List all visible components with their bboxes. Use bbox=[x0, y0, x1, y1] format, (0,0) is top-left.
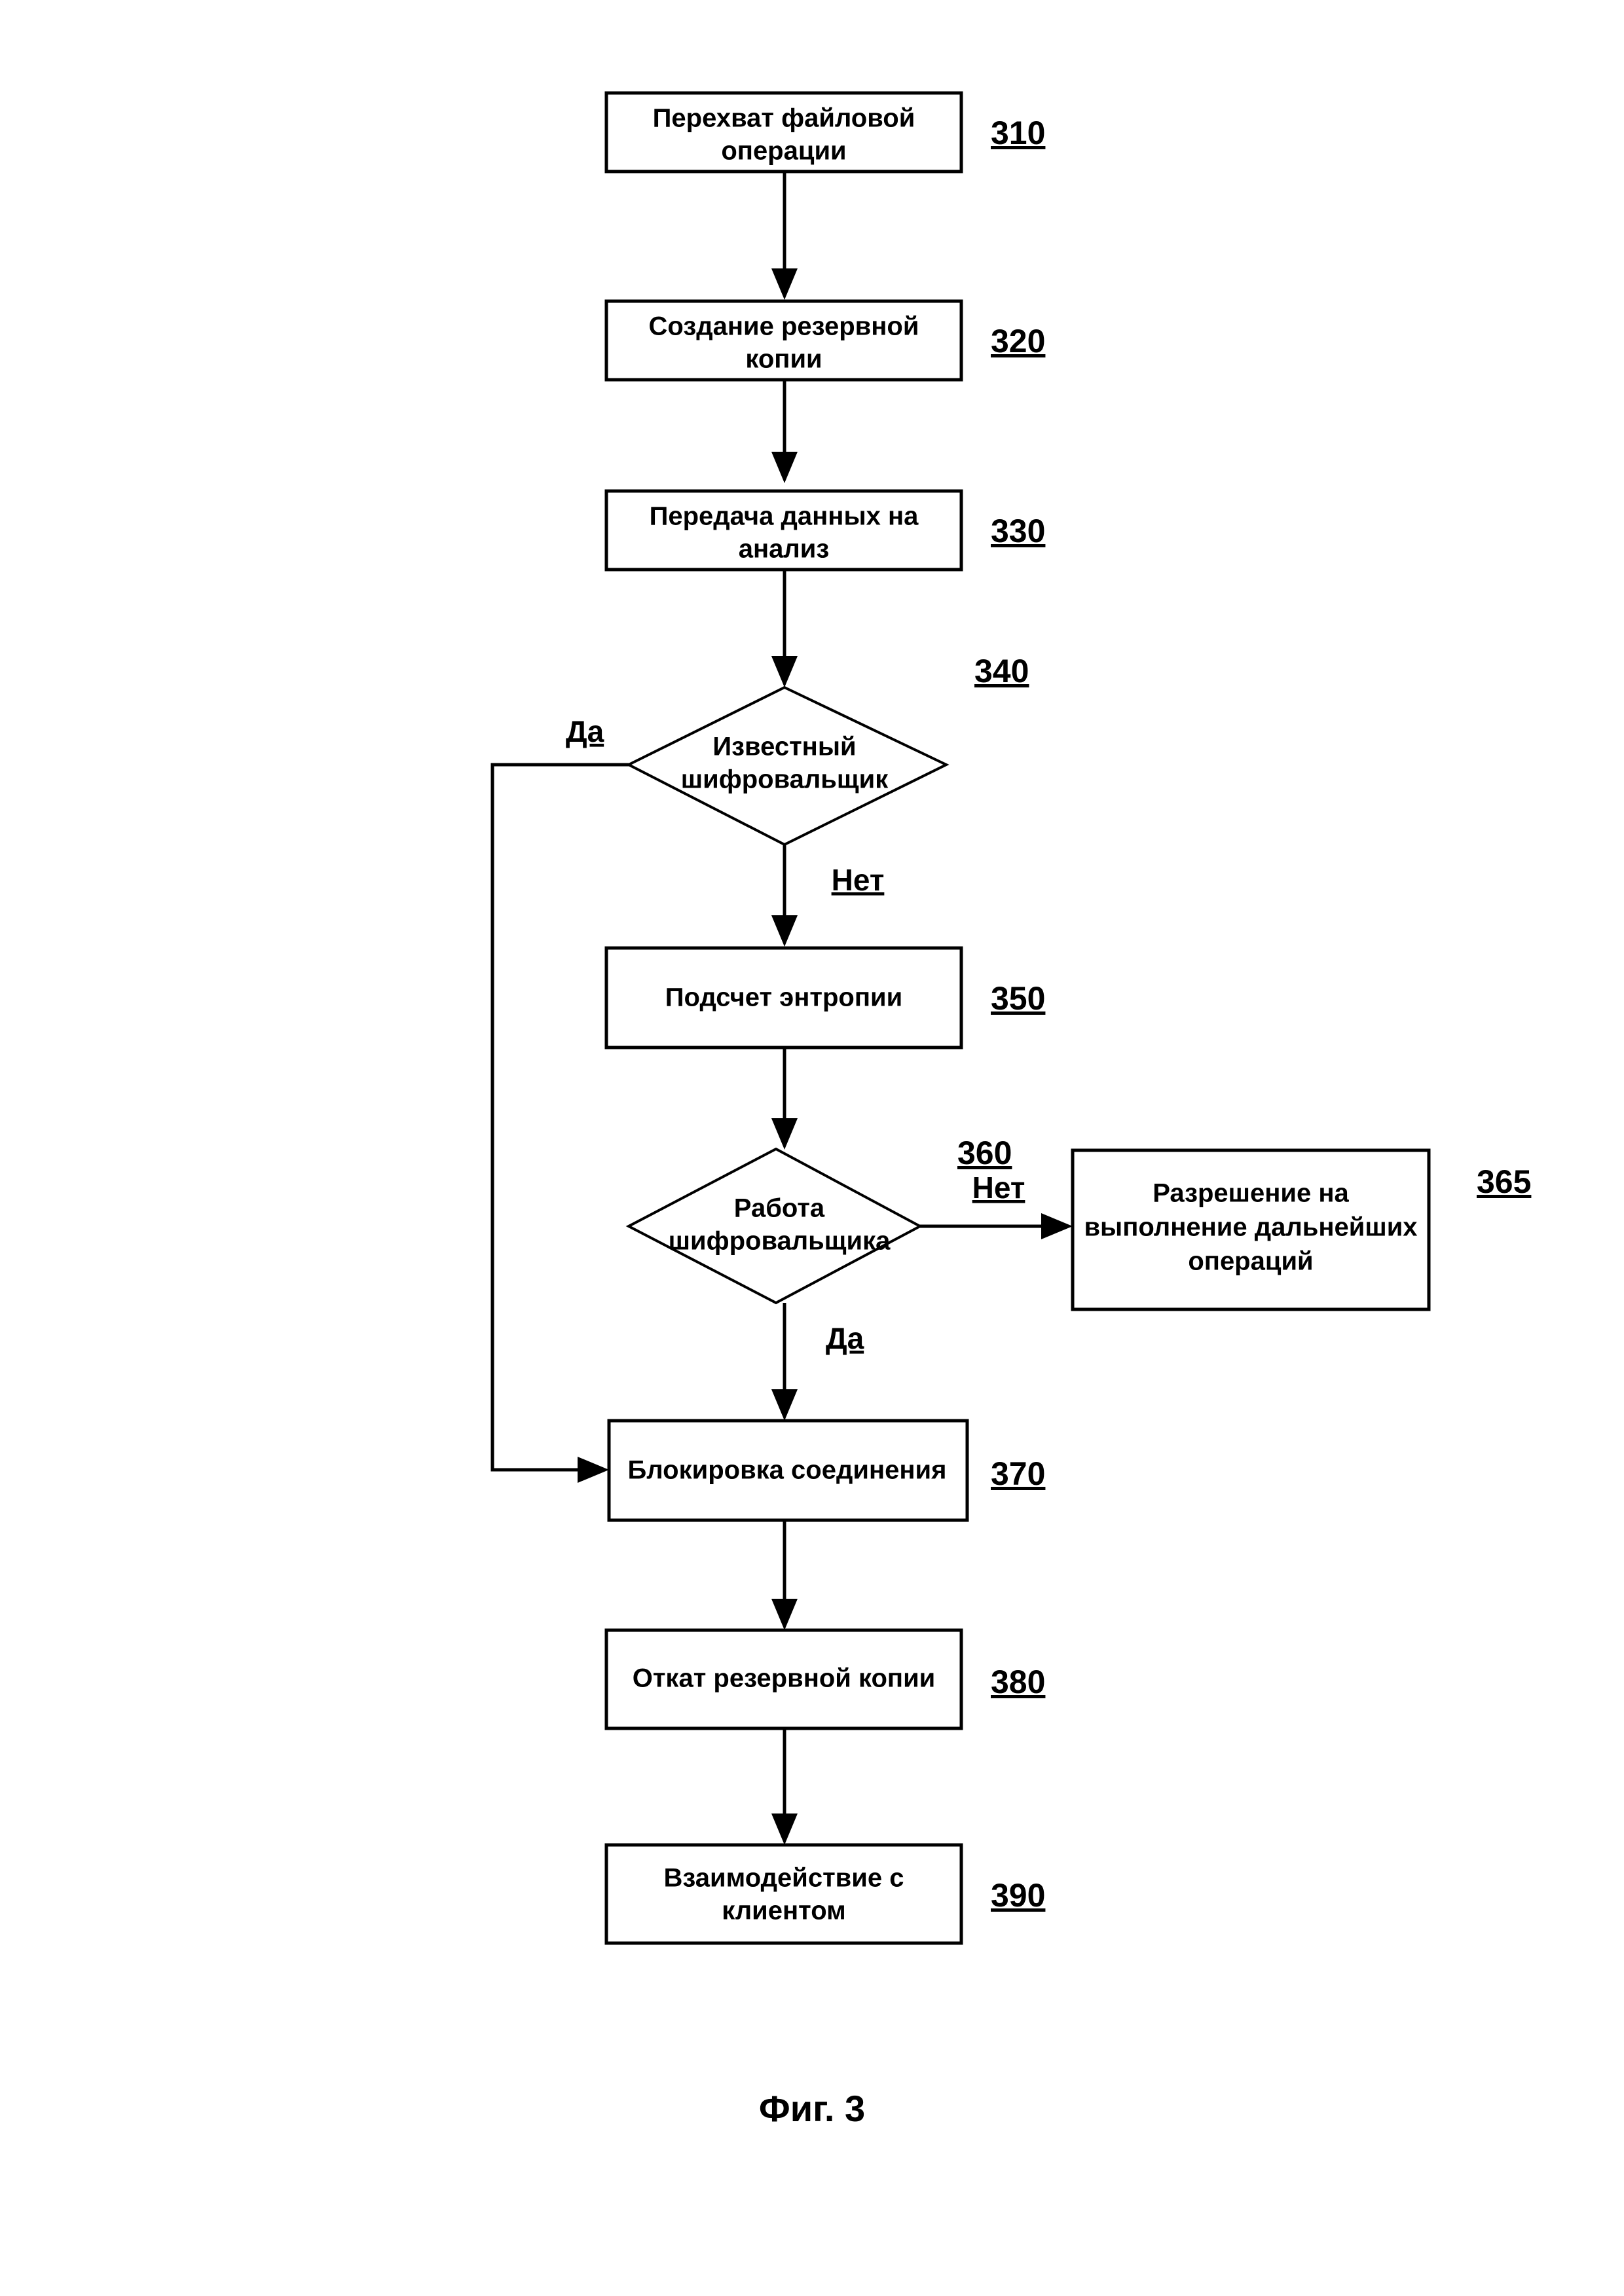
ref-number-370: 370 bbox=[991, 1455, 1045, 1492]
node-330[interactable]: Передача данных на анализ bbox=[604, 489, 963, 572]
edge-340-350-no bbox=[771, 845, 798, 947]
edge-370-380 bbox=[771, 1520, 798, 1630]
node-365-line-1: Разрешение на bbox=[1153, 1179, 1349, 1208]
ref-number-390: 390 bbox=[991, 1877, 1045, 1914]
node-310[interactable]: Перехват файловой операции bbox=[604, 91, 963, 173]
branch-label-340-yes: Да bbox=[566, 714, 604, 748]
node-330-line-1: Передача данных на bbox=[650, 502, 919, 531]
ref-number-320: 320 bbox=[991, 323, 1045, 359]
node-390-line-1: Взаимодействие с bbox=[664, 1864, 904, 1893]
edge-330-340 bbox=[771, 570, 798, 687]
node-360-line-2: шифровальщика bbox=[669, 1227, 891, 1256]
node-365-line-2: выполнение дальнейших bbox=[1084, 1213, 1417, 1242]
node-320-line-1: Создание резервной bbox=[649, 312, 919, 341]
ref-number-360: 360 bbox=[957, 1135, 1012, 1171]
node-370-line-1: Блокировка соединения bbox=[628, 1456, 947, 1485]
ref-number-380: 380 bbox=[991, 1664, 1045, 1700]
node-380[interactable]: Откат резервной копии bbox=[604, 1628, 963, 1730]
edge-310-320 bbox=[771, 172, 798, 300]
edge-340-370-yes bbox=[490, 763, 629, 1483]
node-350-line-1: Подсчет энтропии bbox=[665, 983, 902, 1012]
node-390-line-2: клиентом bbox=[722, 1897, 845, 1925]
node-320-line-2: копии bbox=[745, 345, 822, 374]
node-310-line-2: операции bbox=[721, 137, 846, 166]
edge-360-370-yes bbox=[771, 1303, 798, 1421]
branch-label-360-yes: Да bbox=[826, 1321, 864, 1355]
ref-number-310: 310 bbox=[991, 115, 1045, 151]
node-370[interactable]: Блокировка соединения bbox=[607, 1419, 969, 1522]
ref-number-350: 350 bbox=[991, 980, 1045, 1017]
node-340-line-1: Известный bbox=[712, 733, 856, 761]
figure-caption: Фиг. 3 bbox=[759, 2088, 865, 2129]
edge-380-390 bbox=[771, 1728, 798, 1845]
ref-number-330: 330 bbox=[991, 513, 1045, 549]
branch-label-360-no: Нет bbox=[972, 1171, 1025, 1205]
node-320[interactable]: Создание резервной копии bbox=[604, 299, 963, 382]
branch-label-340-no: Нет bbox=[832, 863, 885, 897]
node-350[interactable]: Подсчет энтропии bbox=[604, 946, 963, 1049]
node-360-line-1: Работа bbox=[734, 1194, 825, 1223]
node-390[interactable]: Взаимодействие с клиентом bbox=[604, 1843, 963, 1945]
ref-number-365: 365 bbox=[1477, 1163, 1531, 1200]
node-310-line-1: Перехват файловой bbox=[653, 104, 915, 133]
node-380-line-1: Откат резервной копии bbox=[633, 1664, 936, 1693]
edge-360-365-no bbox=[920, 1213, 1073, 1239]
ref-number-340: 340 bbox=[974, 653, 1029, 689]
node-340[interactable]: Известный шифровальщик bbox=[625, 685, 950, 847]
node-330-line-2: анализ bbox=[739, 535, 830, 564]
node-365-line-3: операций bbox=[1188, 1247, 1313, 1276]
node-360[interactable]: Работа шифровальщика bbox=[625, 1147, 923, 1305]
node-365[interactable]: Разрешение на выполнение дальнейших опер… bbox=[1071, 1148, 1431, 1311]
edge-350-360 bbox=[771, 1048, 798, 1150]
node-340-line-2: шифровальщик bbox=[681, 765, 889, 794]
edge-320-330 bbox=[771, 380, 798, 483]
